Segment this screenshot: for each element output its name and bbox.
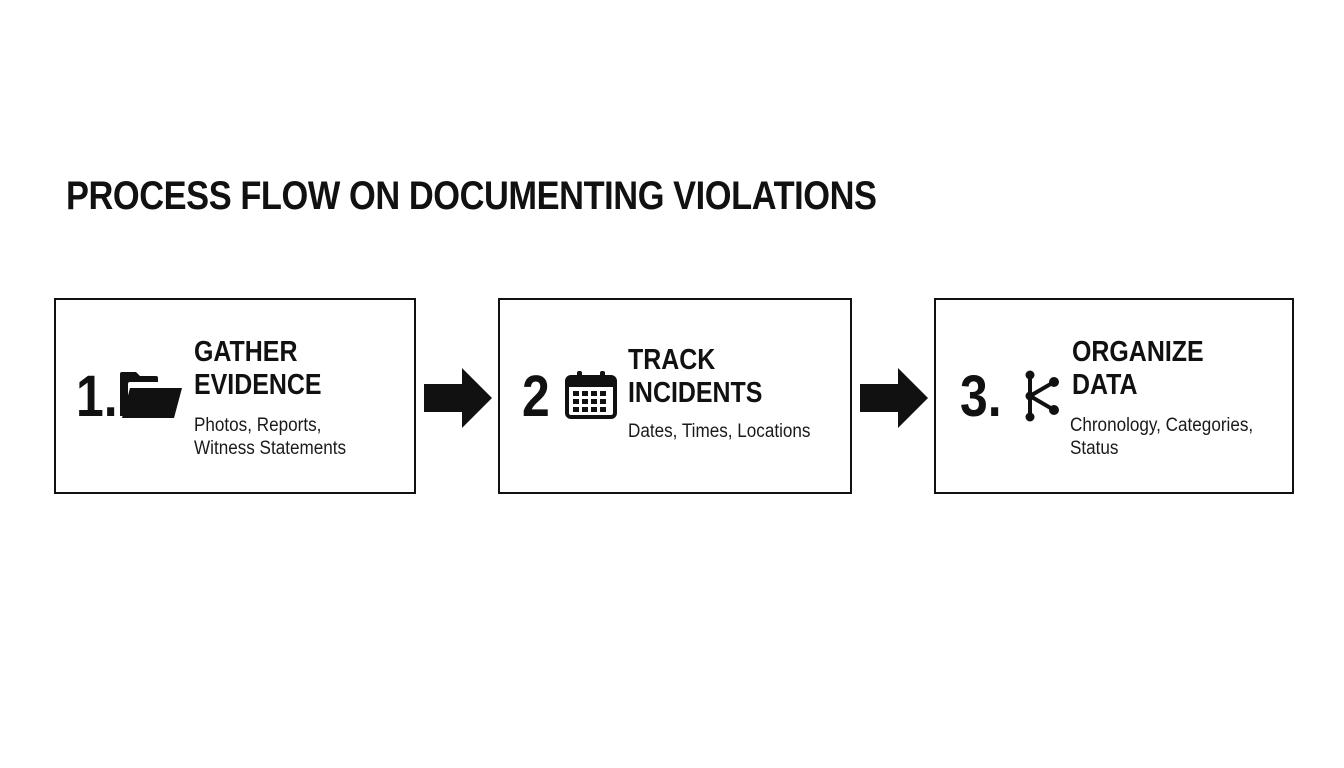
step-number: 2: [522, 364, 550, 429]
step-description-line: Witness Statements: [194, 438, 347, 459]
step-gather-evidence: 1. GATHER EVIDENCE Photos, Reports, Witn…: [54, 298, 416, 494]
diagram-title: PROCESS FLOW ON DOCUMENTING VIOLATIONS: [66, 174, 877, 218]
step-heading-line: EVIDENCE: [194, 369, 322, 401]
arrow-right-icon: [424, 368, 492, 428]
step-number: 1.: [76, 364, 118, 429]
network-icon: [1022, 370, 1062, 422]
step-heading-line: ORGANIZE: [1072, 336, 1204, 368]
step-heading-line: TRACK: [628, 344, 716, 376]
step-heading-line: INCIDENTS: [628, 377, 763, 409]
calendar-icon: [564, 370, 618, 420]
step-heading: TRACK INCIDENTS: [628, 344, 762, 410]
folder-icon: [118, 370, 184, 420]
step-description-line: Photos, Reports,: [194, 415, 322, 436]
arrow-right-icon: [860, 368, 928, 428]
step-description: Dates, Times, Locations: [628, 420, 810, 443]
step-number: 3.: [960, 364, 1002, 429]
step-organize-data: 3. ORGANIZE DATA Chronology, Categories,…: [934, 298, 1294, 494]
step-heading-line: GATHER: [194, 336, 298, 368]
step-heading-line: DATA: [1072, 369, 1138, 401]
step-description-line: Chronology, Categories,: [1070, 415, 1254, 436]
step-description: Chronology, Categories, Status: [1070, 414, 1253, 460]
step-description-line: Dates, Times, Locations: [628, 421, 811, 442]
step-description-line: Status: [1070, 438, 1119, 459]
step-heading: GATHER EVIDENCE: [194, 336, 322, 402]
step-description: Photos, Reports, Witness Statements: [194, 414, 346, 460]
step-heading: ORGANIZE DATA: [1072, 336, 1204, 402]
step-track-incidents: 2 TRACK INCIDENTS: [498, 298, 852, 494]
